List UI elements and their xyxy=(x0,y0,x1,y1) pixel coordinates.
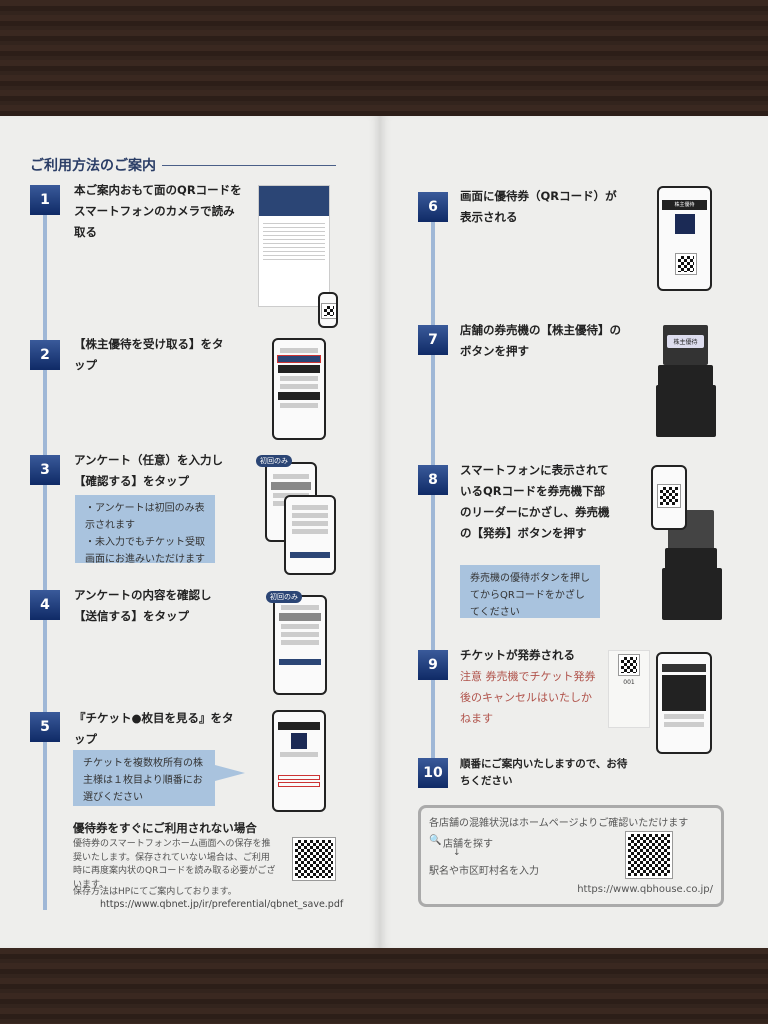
step-badge-3: 3 xyxy=(30,455,60,485)
store-box-heading: 各店舗の混雑状況はホームページよりご確認いただけます xyxy=(429,818,689,829)
kiosk-button-label: 株主優待 xyxy=(667,335,704,348)
step8-note-box: 券売機の優待ボタンを押してからQRコードをかざしてください xyxy=(460,565,600,618)
note-line: ・アンケートは初回のみ表示されます xyxy=(85,503,205,531)
step-text-9: チケットが発券される xyxy=(460,648,575,662)
phone-illustration xyxy=(273,595,327,695)
step-badge-1: 1 xyxy=(30,185,60,215)
callout-pointer xyxy=(215,765,245,781)
kiosk-base xyxy=(656,385,716,437)
phone-illustration xyxy=(651,465,687,530)
cancel-warning: 注意 券売機でチケット発券後のキャンセルはいたしかねます xyxy=(460,670,596,725)
step-text-8: スマートフォンに表示されているQRコードを券売機下部のリーダーにかざし、券売機の… xyxy=(460,463,610,540)
phone-illustration xyxy=(272,338,326,440)
step3-note-box: ・アンケートは初回のみ表示されます ・未入力でもチケット受取画面にお進みいただけ… xyxy=(75,495,215,565)
phone-illustration xyxy=(656,652,712,754)
store-search-label[interactable]: 店舗を探す xyxy=(443,839,493,850)
store-qr-code[interactable] xyxy=(625,831,673,879)
step-badge-2: 2 xyxy=(30,340,60,370)
phone-illustration: 株主優待 xyxy=(657,186,712,291)
step5-callout: チケットを複数枚所有の株主様は１枚目より順番にお選びください xyxy=(73,750,215,806)
kiosk-screen: 株主優待 xyxy=(663,325,708,365)
save-heading: 優待券をすぐにご利用されない場合 xyxy=(73,821,257,835)
phone-illustration xyxy=(318,292,338,328)
wood-table-bottom xyxy=(0,948,768,1024)
step-text-7: 店舗の券売機の【株主優待】のボタンを押す xyxy=(460,323,621,358)
first-time-tag: 初回のみ xyxy=(266,591,302,603)
step-text-2: 【株主優待を受け取る】をタップ xyxy=(74,337,224,372)
wood-table-top xyxy=(0,0,768,116)
save-body: 優待券のスマートフォンホーム画面への保存を推奨いたします。保存されていない場合は… xyxy=(73,839,276,890)
note-line: ・未入力でもチケット受取画面にお進みいただけます xyxy=(85,537,205,565)
step-text-5: 『チケット●枚目を見る』をタップ xyxy=(74,711,234,746)
phone-illustration xyxy=(284,495,336,575)
arrow-down-icon: ↓ xyxy=(453,848,461,858)
step-text-4: アンケートの内容を確認し【送信する】をタップ xyxy=(74,588,212,623)
kiosk-body xyxy=(665,548,717,570)
page-title: ご利用方法のご案内 xyxy=(30,158,156,174)
magnifier-icon: 🔍 xyxy=(429,835,442,846)
step-badge-4: 4 xyxy=(30,590,60,620)
kiosk-body xyxy=(658,365,713,387)
step-text-6: 画面に優待券（QRコード）が表示される xyxy=(460,189,617,224)
step-text-3: アンケート（任意）を入力し【確認する】をタップ xyxy=(74,453,224,488)
store-info-box: 各店舗の混雑状況はホームページよりご確認いただけます 🔍 店舗を探す ↓ 駅名や… xyxy=(418,805,724,907)
ticket-illustration: 001 xyxy=(608,650,650,728)
title-rule xyxy=(162,165,336,166)
save-url-link[interactable]: https://www.qbnet.jp/ir/preferential/qbn… xyxy=(100,899,344,910)
step-badge-8: 8 xyxy=(418,465,448,495)
step-badge-9: 9 xyxy=(418,650,448,680)
step-text-10: 順番にご案内いたしますので、お待ちください xyxy=(460,758,628,787)
store-input-hint: 駅名や市区町村名を入力 xyxy=(429,866,539,877)
step-badge-10: 10 xyxy=(418,758,448,788)
step-text-1: 本ご案内おもて面のQRコードをスマートフォンのカメラで読み取る xyxy=(74,183,242,239)
first-time-tag: 初回のみ xyxy=(256,455,292,467)
step-badge-5: 5 xyxy=(30,712,60,742)
screen-label: 株主優待 xyxy=(662,200,707,210)
step-badge-6: 6 xyxy=(418,192,448,222)
store-url-link[interactable]: https://www.qbhouse.co.jp/ xyxy=(577,884,713,895)
phone-illustration xyxy=(272,710,326,812)
flyer-illustration xyxy=(258,185,330,307)
kiosk-base xyxy=(662,568,722,620)
save-qr-code[interactable] xyxy=(292,837,336,881)
save-body-2: 保存方法はHPにてご案内しております。 xyxy=(73,887,237,897)
ticket-number: 001 xyxy=(623,679,635,686)
step-badge-7: 7 xyxy=(418,325,448,355)
timeline-left xyxy=(43,210,47,910)
